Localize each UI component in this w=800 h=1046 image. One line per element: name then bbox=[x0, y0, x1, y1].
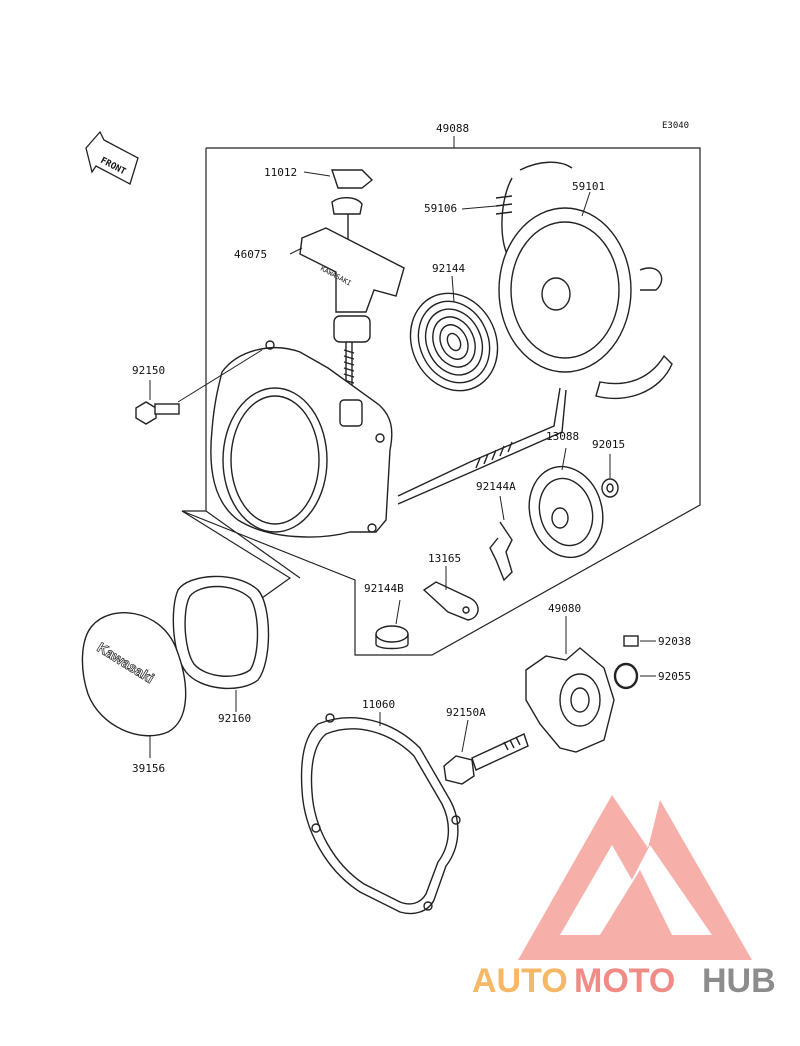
part-92144a-clip bbox=[489, 495, 513, 582]
label-92038: 92038 bbox=[658, 635, 691, 648]
part-92015-nut bbox=[601, 454, 619, 498]
assembly-frame bbox=[181, 136, 701, 656]
part-11012-cap bbox=[303, 169, 374, 189]
part-11060-gasket bbox=[300, 712, 461, 915]
label-46075: 46075 bbox=[234, 248, 267, 261]
part-92160-ring bbox=[172, 575, 270, 712]
label-59106: 59106 bbox=[424, 202, 457, 215]
part-49080-pulley bbox=[525, 616, 615, 753]
part-39156-cover: Kawasaki bbox=[81, 612, 187, 758]
part-92055-oring bbox=[613, 662, 656, 690]
label-92150A: 92150A bbox=[446, 706, 486, 719]
watermark-logo bbox=[518, 795, 752, 960]
diagram-code: E3040 bbox=[662, 121, 689, 131]
part-labels: 49088 11012 46075 59106 59101 92144 9215… bbox=[132, 122, 691, 775]
starter-rope bbox=[397, 387, 567, 505]
label-13088: 13088 bbox=[546, 430, 579, 443]
part-13165-pawl bbox=[422, 566, 479, 621]
label-92144: 92144 bbox=[432, 262, 465, 275]
watermark-moto: MOTO bbox=[574, 962, 675, 1000]
front-arrow-icon: FRONT bbox=[85, 130, 139, 185]
part-92038-key bbox=[623, 635, 656, 647]
label-39156: 39156 bbox=[132, 762, 165, 775]
label-13165: 13165 bbox=[428, 552, 461, 565]
watermark-hub: HUB bbox=[702, 962, 776, 1000]
label-11060: 11060 bbox=[362, 698, 395, 711]
part-92150a-bolt bbox=[443, 719, 529, 785]
label-59101: 59101 bbox=[572, 180, 605, 193]
label-49080: 49080 bbox=[548, 602, 581, 615]
part-59101-reel bbox=[461, 161, 673, 400]
label-92160: 92160 bbox=[218, 712, 251, 725]
part-13088-plate bbox=[528, 447, 604, 559]
watermark-auto: AUTO bbox=[472, 962, 568, 1000]
label-92150: 92150 bbox=[132, 364, 165, 377]
label-92144A: 92144A bbox=[476, 480, 516, 493]
part-92144b-spring bbox=[375, 599, 409, 650]
part-92150-bolt bbox=[135, 349, 263, 425]
label-11012: 11012 bbox=[264, 166, 297, 179]
recoil-housing bbox=[210, 340, 393, 538]
watermark-text: AUTO MOTO HUB bbox=[472, 962, 776, 1000]
label-92144B: 92144B bbox=[364, 582, 404, 595]
part-92144-spring bbox=[409, 275, 499, 392]
part-46075-handle: KAWASAKI bbox=[289, 197, 405, 400]
label-92055: 92055 bbox=[658, 670, 691, 683]
label-49088: 49088 bbox=[436, 122, 469, 135]
label-92015: 92015 bbox=[592, 438, 625, 451]
